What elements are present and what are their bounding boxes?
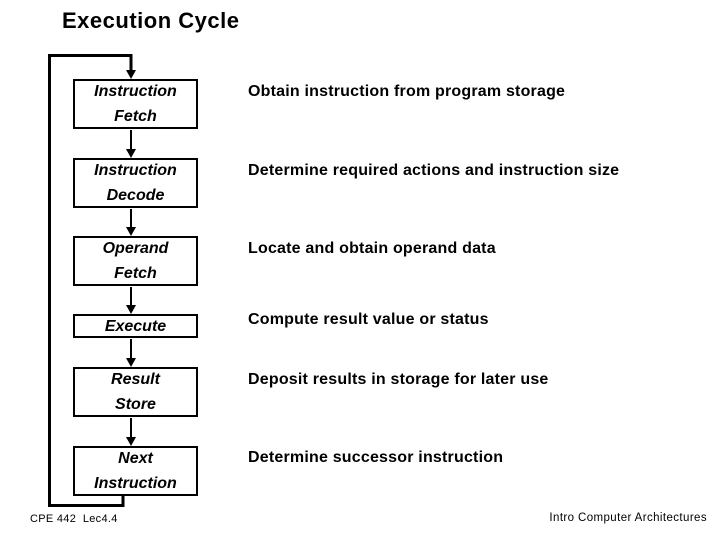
flow-box-next-instruction: Next Instruction (73, 446, 198, 496)
loop-back-line (48, 54, 133, 507)
step-description-instruction-decode: Determine required actions and instructi… (248, 162, 620, 179)
flow-box-label-line: Next (118, 450, 153, 467)
arrowhead-icon (126, 227, 136, 236)
footer-course-title: Intro Computer Architectures (549, 512, 707, 524)
flow-box-operand-fetch: Operand Fetch (73, 236, 198, 286)
flow-box-label-line: Instruction (94, 83, 177, 100)
step-description-next-instruction: Determine successor instruction (248, 449, 504, 466)
flow-box-label-line: Instruction (94, 162, 177, 179)
flow-box-label-line: Execute (104, 317, 167, 335)
flow-box-result-store: Result Store (73, 367, 198, 417)
step-description-instruction-fetch: Obtain instruction from program storage (248, 83, 566, 100)
flow-box-label-line: Fetch (114, 108, 157, 125)
flow-box-label-line: Operand (102, 240, 169, 257)
arrowhead-icon (126, 305, 136, 314)
flow-box-label-line: Store (115, 396, 156, 413)
flow-box-label-line: Result (111, 371, 160, 388)
flow-box-instruction-decode: Instruction Decode (73, 158, 198, 208)
step-description-result-store: Deposit results in storage for later use (248, 371, 549, 388)
step-description-execute: Compute result value or status (248, 311, 489, 328)
arrowhead-icon (126, 358, 136, 367)
flow-box-label-line: Instruction (94, 475, 177, 492)
footer-course-lecture-label: CPE 442 Lec4.4 (30, 513, 118, 525)
page-title: Execution Cycle (62, 8, 240, 33)
arrowhead-icon (126, 437, 136, 446)
flow-box-execute: Execute (73, 314, 198, 338)
flow-box-instruction-fetch: Instruction Fetch (73, 79, 198, 129)
step-description-operand-fetch: Locate and obtain operand data (248, 240, 496, 257)
flow-box-label-line: Decode (106, 187, 165, 204)
flow-box-label-line: Fetch (114, 265, 157, 282)
arrowhead-icons (126, 70, 136, 446)
arrowhead-icon (126, 70, 136, 79)
arrowhead-icon (126, 149, 136, 158)
